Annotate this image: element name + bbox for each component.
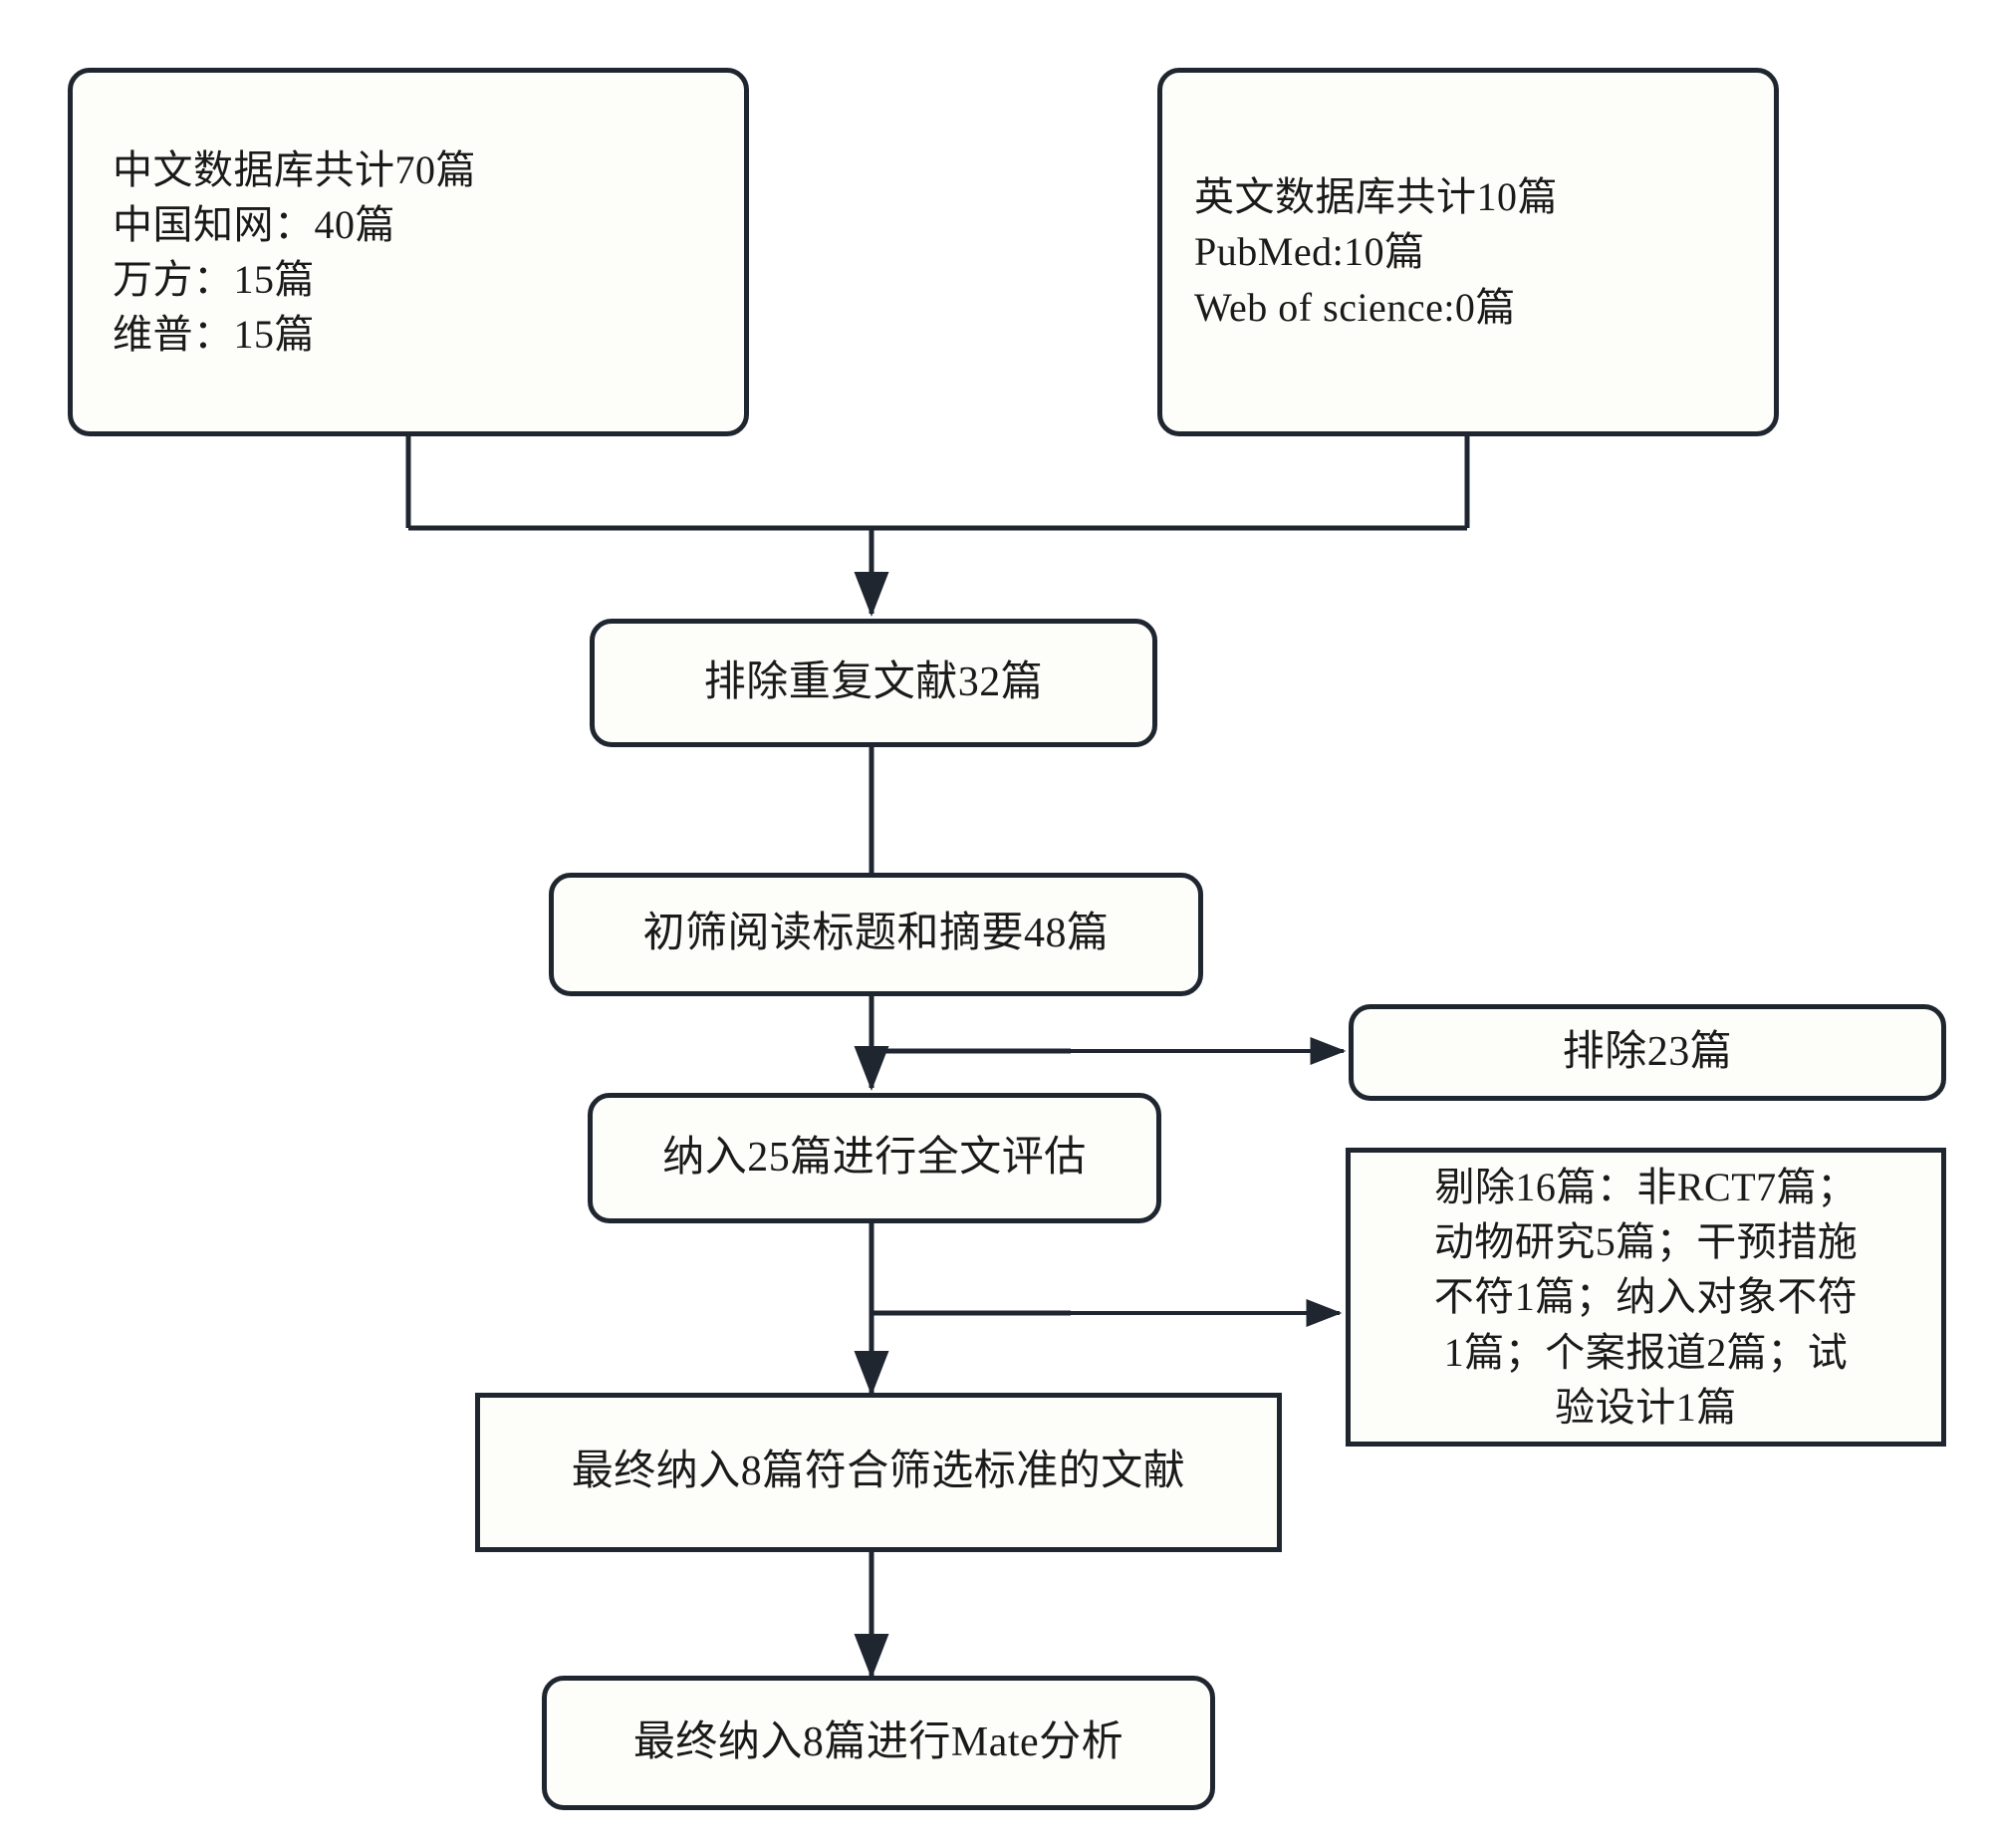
node-excluded-23-label: 排除23篇 xyxy=(1562,1028,1733,1075)
node-excluded-16-reasons-label: 剔除16篇：非RCT7篇； 动物研究5篇；干预措施 不符1篇；纳入对象不符 1篇… xyxy=(1433,1165,1859,1430)
node-screen-title-abstract: 初筛阅读标题和摘要48篇 xyxy=(549,873,1203,996)
node-remove-duplicates-label: 排除重复文献32篇 xyxy=(703,659,1044,705)
node-fulltext-assessment: 纳入25篇进行全文评估 xyxy=(588,1093,1161,1223)
node-fulltext-assessment-label: 纳入25篇进行全文评估 xyxy=(662,1134,1087,1181)
node-final-8-meta: 最终纳入8篇进行Mate分析 xyxy=(542,1676,1215,1810)
node-final-8-criteria: 最终纳入8篇符合筛选标准的文献 xyxy=(475,1393,1282,1552)
node-screen-title-abstract-label: 初筛阅读标题和摘要48篇 xyxy=(642,911,1110,957)
node-final-8-meta-label: 最终纳入8篇进行Mate分析 xyxy=(632,1718,1124,1765)
node-chinese-database: 中文数据库共计70篇 中国知网：40篇 万方：15篇 维普：15篇 xyxy=(68,68,749,436)
node-excluded-23: 排除23篇 xyxy=(1349,1004,1946,1101)
node-english-database-label: 英文数据库共计10篇 PubMed:10篇 Web of science:0篇 xyxy=(1194,174,1558,330)
node-remove-duplicates: 排除重复文献32篇 xyxy=(590,619,1157,747)
node-final-8-criteria-label: 最终纳入8篇符合筛选标准的文献 xyxy=(571,1449,1186,1495)
node-chinese-database-label: 中文数据库共计70篇 中国知网：40篇 万方：15篇 维普：15篇 xyxy=(113,146,476,358)
node-english-database: 英文数据库共计10篇 PubMed:10篇 Web of science:0篇 xyxy=(1157,68,1779,436)
node-excluded-16-reasons: 剔除16篇：非RCT7篇； 动物研究5篇；干预措施 不符1篇；纳入对象不符 1篇… xyxy=(1346,1148,1946,1447)
